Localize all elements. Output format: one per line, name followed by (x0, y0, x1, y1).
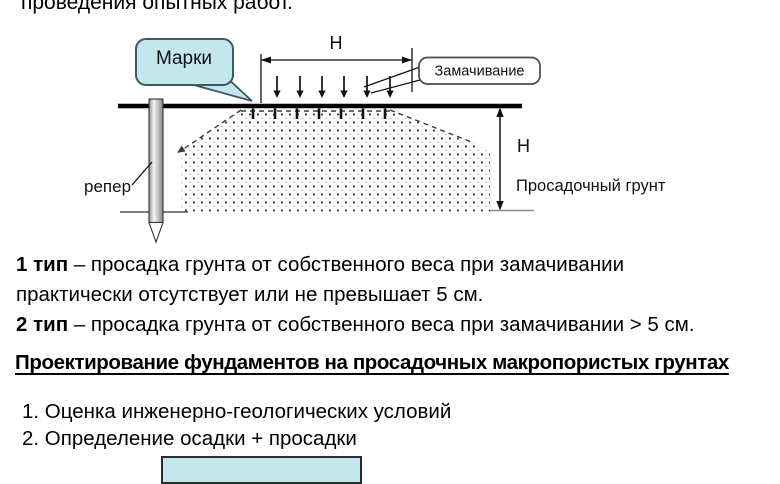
soaking-leader-line-2 (370, 79, 421, 94)
marks-label: Марки (156, 48, 212, 69)
design-steps-list: 1. Оценка инженерно-геологических услови… (22, 399, 451, 452)
type1-line1: 1 тип – просадка грунта от собственного … (16, 250, 695, 280)
benchmark-post-tip (148, 221, 164, 244)
water-arrows (273, 76, 394, 98)
design-step-1: 1. Оценка инженерно-геологических услови… (22, 400, 452, 423)
intro-text-fragment: проведения опытных работ. (21, 0, 293, 14)
surface-marks-ticks (251, 108, 387, 119)
wetted-zone-left-boundary (181, 109, 242, 151)
right-depth-dimension (490, 107, 534, 212)
bottom-callout-box (161, 456, 362, 484)
type2-line: 2 тип – просадка грунта от собственного … (16, 310, 695, 340)
type2-label: 2 тип (16, 313, 69, 336)
section-heading: Проектирование фундаментов на просадочны… (15, 351, 729, 374)
soaking-callout: Замачивание (363, 56, 541, 94)
benchmark-post (148, 98, 164, 224)
benchmark-leader-line (131, 161, 153, 186)
type1-text: – просадка грунта от собственного веса п… (68, 253, 625, 276)
benchmark-label: репер (84, 177, 131, 196)
wetted-zone-right-boundary (389, 109, 475, 144)
wetted-zone-left-arrowhead (177, 145, 186, 153)
soaking-label-box (418, 56, 541, 85)
soil-type-definitions: 1 тип – просадка грунта от собственного … (16, 250, 695, 340)
soaking-label: Замачивание (435, 64, 525, 80)
type2-text: – просадка грунта от собственного веса п… (68, 313, 695, 336)
wetted-soil-zone (181, 111, 490, 212)
marks-callout: Марки (135, 38, 253, 102)
soil-soaking-test-diagram: репер Н Н Просадочный грунт Марки Замач (84, 33, 666, 244)
marks-callout-bubble (135, 38, 234, 86)
soaking-leader-line-1 (363, 66, 421, 88)
subsiding-soil-label: Просадочный грунт (516, 177, 666, 195)
right-dimension-label: Н (517, 136, 530, 156)
design-step-2: 2. Определение осадки + просадки (22, 426, 357, 450)
type1-line2: практически отсутствует или не превышает… (16, 283, 484, 306)
top-dimension-label: Н (330, 33, 343, 53)
type1-label: 1 тип (16, 253, 69, 276)
